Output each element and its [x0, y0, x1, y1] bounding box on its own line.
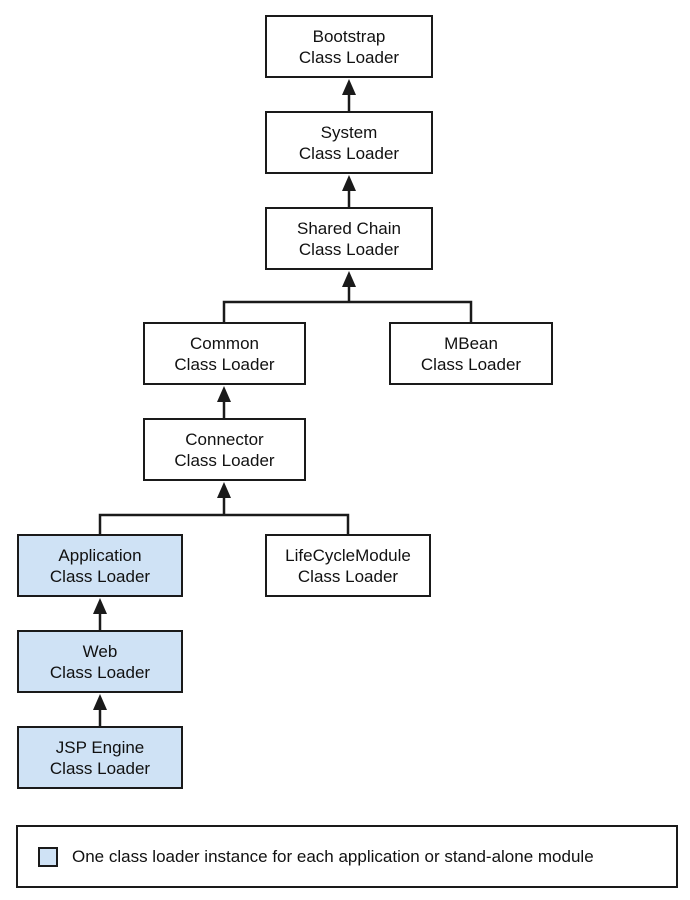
node-label-line1: LifeCycleModule [285, 545, 411, 565]
legend-text: One class loader instance for each appli… [72, 846, 594, 866]
node-label-line2: Class Loader [420, 354, 522, 374]
node-jsp-engine-class-loader: JSP Engine Class Loader [17, 726, 183, 789]
arrowhead-connector [217, 482, 231, 498]
arrowhead-common [217, 386, 231, 402]
node-lifecyclemodule-class-loader: LifeCycleModule Class Loader [265, 534, 431, 597]
node-label-line2: Class Loader [174, 354, 275, 374]
node-bootstrap-class-loader: Bootstrap Class Loader [265, 15, 433, 78]
node-label-line1: Connector [185, 429, 264, 449]
node-label-line1: Shared Chain [297, 218, 401, 238]
node-label-line1: MBean [444, 333, 498, 353]
arrowhead-application [93, 598, 107, 614]
node-label-line1: JSP Engine [55, 737, 145, 757]
arrowhead-shared [342, 271, 356, 287]
node-connector-class-loader: Connector Class Loader [143, 418, 306, 481]
node-label-line2: Class Loader [49, 758, 151, 778]
node-label-line2: Class Loader [49, 662, 151, 682]
node-label-line2: Class Loader [298, 47, 400, 67]
legend-swatch [38, 846, 58, 867]
node-system-class-loader: System Class Loader [265, 111, 433, 174]
node-shared-chain-class-loader: Shared Chain Class Loader [265, 207, 433, 270]
node-common-class-loader: Common Class Loader [143, 322, 306, 385]
node-label-line2: Class Loader [174, 450, 275, 470]
node-label-line1: Common [190, 333, 259, 353]
node-label-line1: System [320, 122, 378, 142]
arrowhead-system [342, 175, 356, 191]
node-application-class-loader: Application Class Loader [17, 534, 183, 597]
node-mbean-class-loader: MBean Class Loader [389, 322, 553, 385]
node-label-line1: Bootstrap [312, 26, 386, 46]
legend: One class loader instance for each appli… [16, 825, 678, 888]
node-label-line2: Class Loader [49, 566, 151, 586]
node-web-class-loader: Web Class Loader [17, 630, 183, 693]
arrowhead-web [93, 694, 107, 710]
node-label-line2: Class Loader [298, 143, 400, 163]
edge-app-lifecycle-bracket [98, 513, 350, 534]
node-label-line1: Web [82, 641, 118, 661]
node-label-line1: Application [58, 545, 142, 565]
node-label-line2: Class Loader [298, 239, 400, 259]
edge-common-mbean-bracket [222, 300, 473, 322]
arrowhead-bootstrap [342, 79, 356, 95]
node-label-line2: Class Loader [297, 566, 399, 586]
